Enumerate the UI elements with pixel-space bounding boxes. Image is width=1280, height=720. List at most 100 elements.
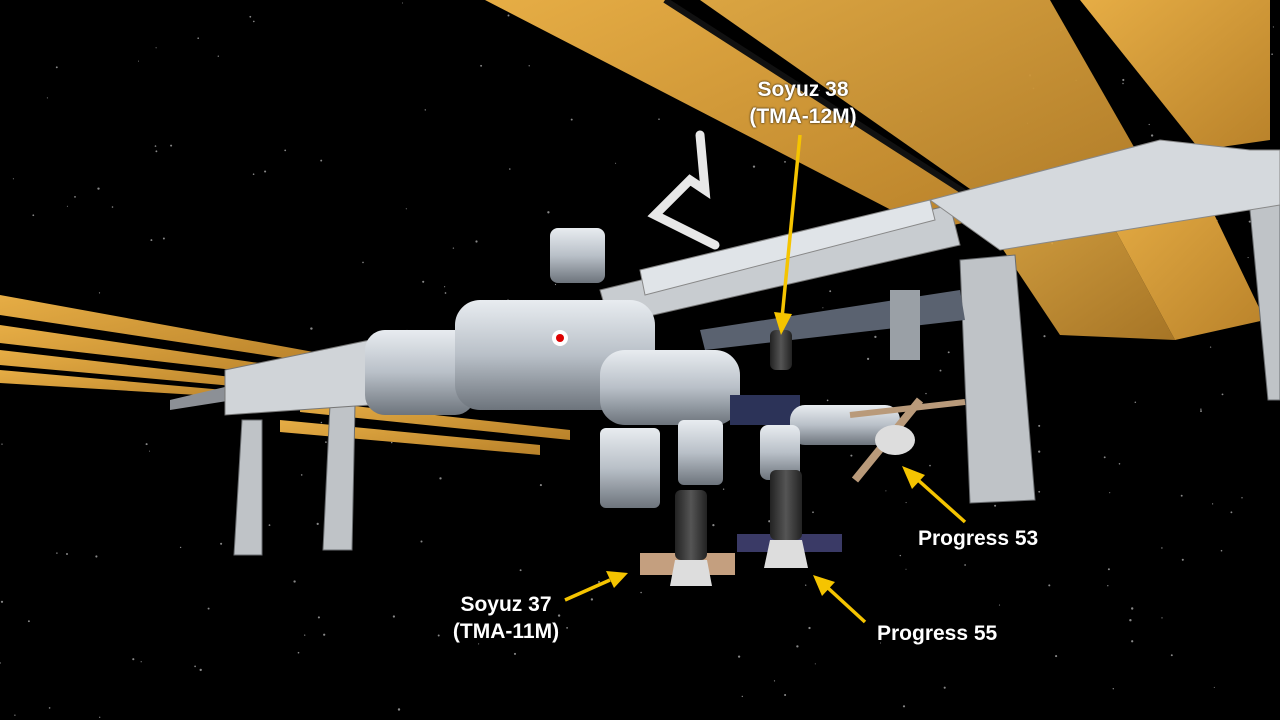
star	[148, 450, 151, 452]
star	[752, 165, 756, 168]
star	[1247, 257, 1249, 259]
star	[566, 627, 568, 629]
star	[390, 441, 393, 444]
star	[402, 2, 403, 4]
star	[899, 554, 902, 557]
star	[737, 655, 741, 658]
star	[874, 335, 877, 339]
star	[1181, 558, 1184, 561]
label-soyuz-37-designation: (TMA-11M)	[452, 620, 560, 643]
star	[362, 261, 364, 264]
star	[1131, 607, 1134, 610]
star	[1048, 584, 1051, 587]
progress-55-spacecraft	[737, 470, 842, 568]
node-module	[600, 350, 740, 425]
star	[56, 552, 58, 554]
star	[866, 357, 870, 361]
star	[1221, 393, 1224, 396]
star	[422, 280, 425, 283]
star	[814, 663, 816, 665]
star	[1211, 503, 1214, 505]
star	[615, 162, 617, 164]
label-soyuz-37-name: Soyuz 37	[460, 593, 552, 616]
arrow-soyuz-37	[564, 578, 611, 602]
star	[99, 716, 101, 718]
star	[439, 477, 442, 480]
star	[437, 634, 440, 637]
soyuz-38-spacecraft	[770, 330, 792, 370]
star	[0, 662, 1, 664]
star	[528, 65, 530, 67]
star	[1038, 424, 1041, 427]
star	[397, 708, 401, 711]
star	[162, 237, 165, 240]
star	[98, 292, 101, 294]
star	[929, 464, 931, 467]
star	[220, 542, 223, 545]
star	[264, 170, 267, 173]
soyuz-37-spacecraft	[640, 490, 735, 586]
star	[1122, 78, 1125, 82]
star	[66, 553, 68, 555]
star	[111, 206, 114, 208]
star	[1170, 654, 1173, 657]
star	[1103, 456, 1106, 459]
star	[722, 488, 725, 490]
star	[155, 47, 157, 49]
star	[1271, 53, 1273, 55]
star	[392, 615, 396, 618]
star	[1122, 82, 1124, 85]
kibo-logistics-module	[550, 228, 605, 283]
label-progress-53: Progress 53	[918, 527, 1039, 550]
star	[420, 540, 423, 543]
label-soyuz-37: Soyuz 37 (TMA-11M)	[436, 591, 576, 645]
star	[1180, 494, 1183, 497]
star	[0, 600, 4, 603]
star	[1213, 686, 1215, 688]
star	[1043, 335, 1046, 338]
star	[784, 693, 787, 697]
star	[805, 584, 807, 586]
star	[46, 97, 48, 99]
label-progress-55: Progress 55	[877, 622, 998, 645]
star	[1272, 26, 1274, 28]
star	[1112, 688, 1114, 690]
star	[55, 66, 58, 69]
star	[1150, 134, 1154, 137]
star	[902, 705, 906, 708]
star	[812, 511, 814, 514]
star	[154, 145, 157, 147]
star	[964, 564, 966, 566]
star	[252, 173, 255, 176]
beam-or-leonardo-module	[600, 428, 660, 508]
star	[1118, 463, 1121, 465]
star	[1230, 511, 1233, 514]
star	[284, 149, 287, 152]
star	[554, 283, 557, 286]
star	[943, 686, 946, 689]
star	[155, 150, 158, 153]
star	[194, 665, 196, 668]
star	[97, 187, 100, 190]
star	[316, 522, 319, 526]
star	[14, 714, 16, 716]
star	[1200, 410, 1202, 413]
star	[1148, 123, 1150, 126]
star	[947, 351, 950, 354]
starboard-solar-arrays	[485, 0, 1270, 340]
arrow-progress-53	[916, 478, 967, 524]
star	[304, 634, 306, 636]
star	[1161, 547, 1163, 549]
arrow-progress-55	[826, 586, 867, 624]
star	[998, 604, 1001, 606]
star	[994, 504, 997, 507]
star	[939, 369, 942, 372]
star	[1, 443, 3, 445]
star	[199, 668, 202, 672]
star	[66, 205, 68, 207]
star	[590, 598, 594, 601]
star	[444, 286, 446, 288]
star	[829, 290, 832, 293]
label-soyuz-38-designation: (TMA-12M)	[749, 105, 857, 128]
